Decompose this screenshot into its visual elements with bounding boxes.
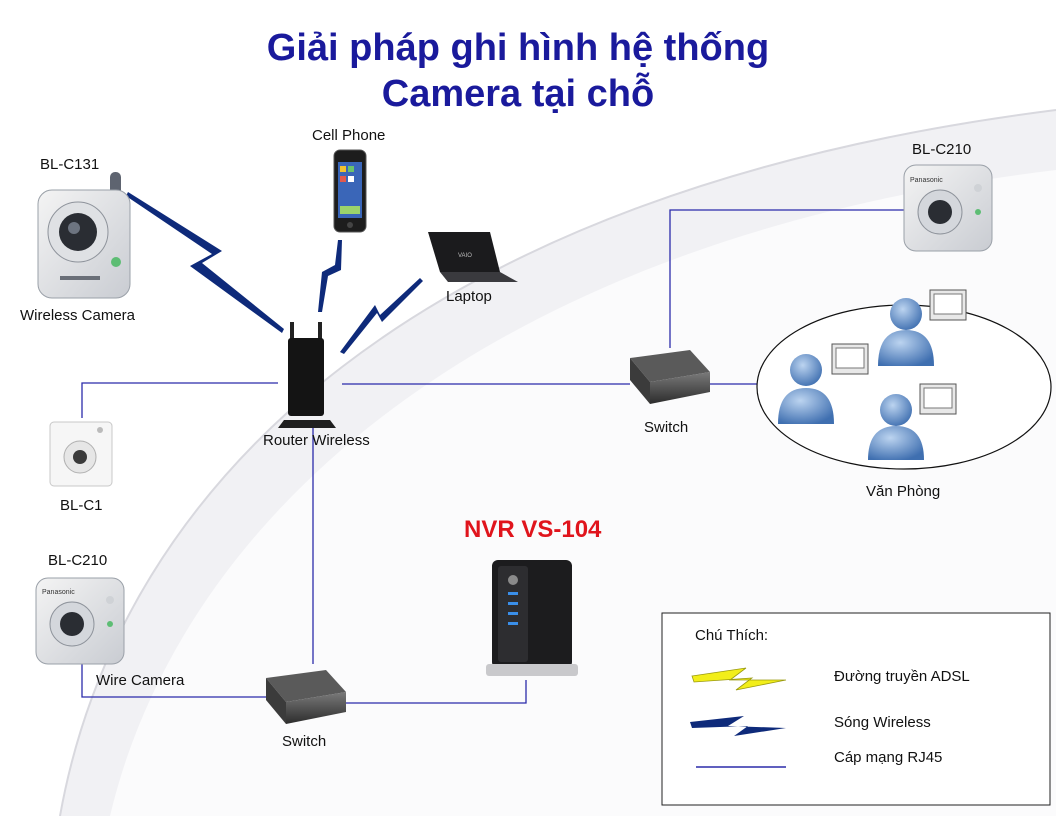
legend-rj45-label: Cáp mạng RJ45 [834, 749, 943, 766]
wireless-camera-icon [37, 172, 131, 299]
bl-c1-label: BL-C1 [60, 497, 103, 514]
nvr-icon [486, 560, 578, 676]
cable-wirecam-switch [81, 664, 266, 698]
page-title-line-1: Giải pháp ghi hình hệ thống [266, 27, 770, 69]
wireless-camera-model-label: BL-C131 [40, 156, 100, 173]
office-camera-model-label: BL-C210 [912, 141, 972, 158]
wireless-bolt-phone [318, 240, 342, 312]
office-camera-icon: Panasonic [903, 164, 993, 252]
cell-phone-label: Cell Phone [312, 127, 386, 144]
laptop-label: Laptop [446, 288, 492, 305]
wireless-camera-caption: Wireless Camera [20, 307, 136, 324]
laptop-icon: VAIO [428, 232, 518, 282]
wire-camera-model-label: BL-C210 [48, 552, 108, 569]
router-icon [278, 322, 336, 428]
rj45-cables [81, 209, 905, 704]
legend-wireless-label: Sóng Wireless [834, 714, 931, 731]
switch-right-icon [630, 350, 710, 404]
wireless-bolt-camera [126, 192, 284, 333]
switch-bottom-label: Switch [282, 733, 327, 750]
wire-camera-caption: Wire Camera [96, 672, 185, 689]
user-icon-1 [778, 343, 869, 424]
user-icon-3 [868, 383, 957, 460]
switch-right-label: Switch [644, 419, 689, 436]
user-icon-2 [878, 289, 967, 366]
wire-camera-icon: Panasonic [35, 577, 125, 665]
cable-switch-nvr [346, 680, 527, 704]
nvr-label: NVR VS-104 [464, 516, 602, 543]
svg-text:Panasonic: Panasonic [42, 589, 75, 596]
svg-text:VAIO: VAIO [458, 253, 472, 259]
cell-phone-icon [333, 149, 367, 233]
office-label: Văn Phòng [866, 483, 941, 500]
cable-switch-camera-right [669, 209, 905, 348]
wireless-links [126, 192, 423, 354]
cable-router-blc1 [81, 382, 278, 418]
legend-wireless-bolt [690, 716, 786, 736]
switch-bottom-icon [266, 670, 346, 724]
office-group [756, 289, 1052, 470]
page-title-line-2: Camera tại chỗ [381, 73, 655, 115]
legend-adsl-bolt [691, 667, 787, 691]
bl-c1-camera-icon [49, 421, 113, 487]
legend-box [661, 612, 1051, 806]
legend-adsl-label: Đường truyền ADSL [834, 668, 970, 685]
router-label: Router Wireless [263, 432, 370, 449]
wireless-bolt-laptop [340, 278, 423, 354]
svg-text:Panasonic: Panasonic [910, 177, 943, 184]
legend-title: Chú Thích: [695, 627, 769, 644]
